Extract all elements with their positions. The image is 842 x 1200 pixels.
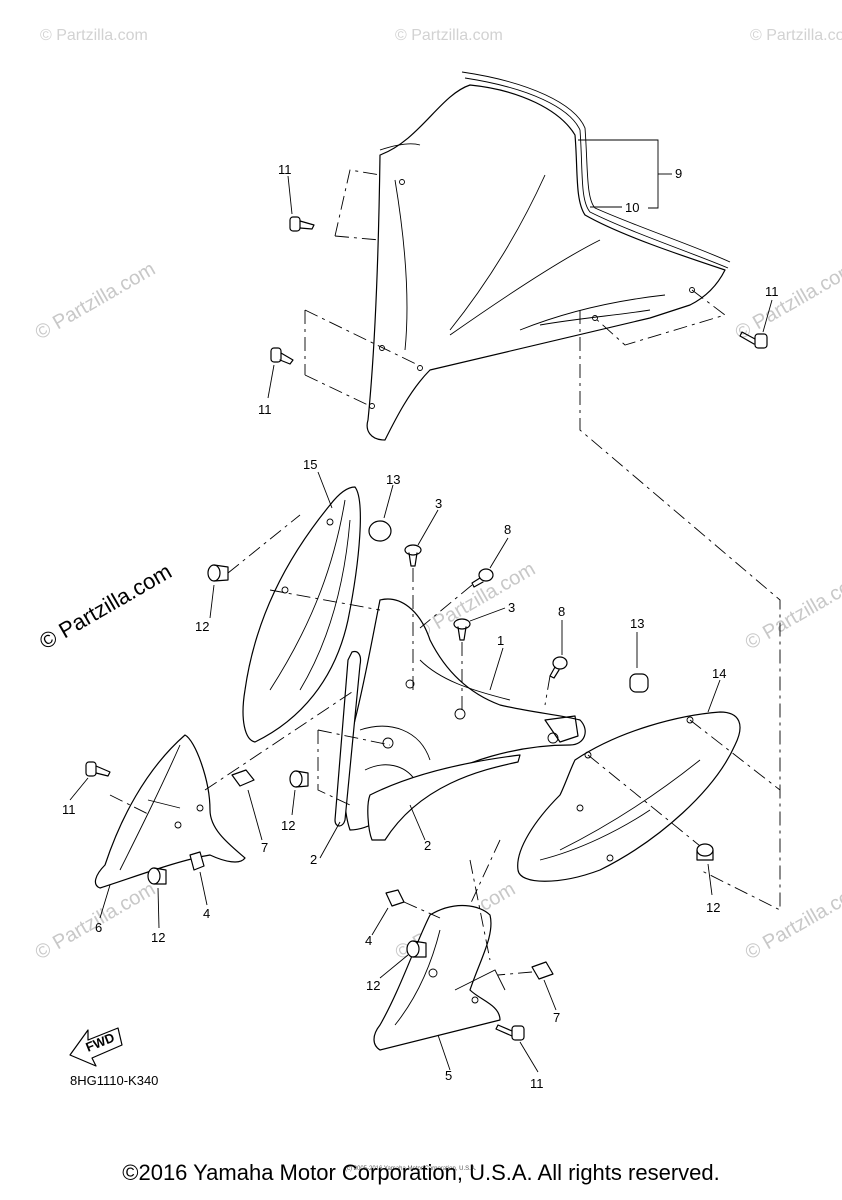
screw-11-lower [495, 1024, 539, 1073]
grommet-13-left [368, 484, 394, 542]
callout-6: 6 [95, 920, 102, 935]
callout-11: 11 [765, 284, 779, 299]
callouts: 1 2 2 3 3 4 4 5 6 7 7 8 8 9 10 11 11 11 … [62, 162, 779, 1091]
callout-8: 8 [504, 522, 511, 537]
callout-12: 12 [281, 818, 295, 833]
callout-2: 2 [424, 838, 431, 853]
screw-11-mid-left [267, 347, 294, 399]
callout-9: 9 [675, 166, 682, 181]
callout-11: 11 [62, 802, 76, 817]
screw-11-left [69, 761, 111, 801]
callout-12: 12 [151, 930, 165, 945]
watermark-text: © Partzilla.com [742, 568, 842, 654]
callout-5: 5 [445, 1068, 452, 1083]
callout-10: 10 [625, 200, 639, 215]
callout-12: 12 [366, 978, 380, 993]
panel-15 [242, 471, 361, 743]
watermark-text: © Partzilla.com [732, 258, 842, 344]
callout-13: 13 [630, 616, 644, 631]
screw-8-upper [419, 537, 509, 629]
watermark-text: © Partzilla.com [412, 558, 540, 644]
callout-15: 15 [303, 457, 317, 472]
grommet-12-lower [379, 940, 427, 979]
nut-7-lower [497, 961, 557, 1011]
callout-2: 2 [310, 852, 317, 867]
callout-4: 4 [365, 933, 372, 948]
watermark-text: © Partzilla.com [742, 878, 842, 964]
screw-11-top-left [287, 175, 315, 232]
watermark-text: © Partzilla.com [40, 27, 148, 44]
callout-4: 4 [203, 906, 210, 921]
callout-8: 8 [558, 604, 565, 619]
grommet-12-left-lower [147, 867, 167, 929]
grommet-13-right [629, 632, 649, 693]
clip-4-left [189, 851, 208, 906]
screw-3-lower [453, 607, 506, 712]
diagram-code: 8HG1110-K340 [70, 1073, 158, 1088]
callout-7: 7 [261, 840, 268, 855]
windshield-assembly-lines [304, 169, 781, 911]
callout-11: 11 [530, 1076, 544, 1091]
screw-8-lower [544, 620, 568, 706]
grommet-12-center [289, 729, 391, 816]
watermark-text: © Partzilla.com [32, 258, 160, 344]
screw-3-upper [404, 509, 439, 690]
callout-3: 3 [435, 496, 442, 511]
callout-1: 1 [497, 633, 504, 648]
seal-leaders [578, 139, 672, 209]
footer-copyright: ©2016 Yamaha Motor Corporation, U.S.A. A… [122, 1160, 720, 1185]
callout-12: 12 [195, 619, 209, 634]
callout-11: 11 [258, 402, 272, 417]
partzilla-stamp: © Partzilla.com [35, 559, 176, 655]
clip-4-lower [371, 889, 441, 936]
grommet-12-upper-left [207, 514, 381, 619]
watermark-text: © Partzilla.com [750, 27, 842, 44]
grommet-12-right [696, 843, 714, 896]
panel-14 [517, 679, 781, 882]
small-print: (c) 2005-2016 Yamaha Motor Corporation, … [345, 1166, 477, 1172]
watermark-text: © Partzilla.com [395, 27, 503, 44]
callout-13: 13 [386, 472, 400, 487]
fwd-arrow-icon: FWD [69, 1027, 123, 1067]
panel-6 [94, 689, 356, 919]
trim-2-left [319, 650, 362, 859]
callout-14: 14 [712, 666, 726, 681]
callout-12: 12 [706, 900, 720, 915]
callout-11: 11 [278, 162, 292, 177]
callout-3: 3 [508, 600, 515, 615]
panel-5 [373, 839, 506, 1071]
nut-7-left [231, 769, 263, 841]
trim-2-right [367, 754, 521, 841]
screw-11-right [739, 299, 773, 349]
callout-7: 7 [553, 1010, 560, 1025]
windshield [366, 71, 731, 441]
